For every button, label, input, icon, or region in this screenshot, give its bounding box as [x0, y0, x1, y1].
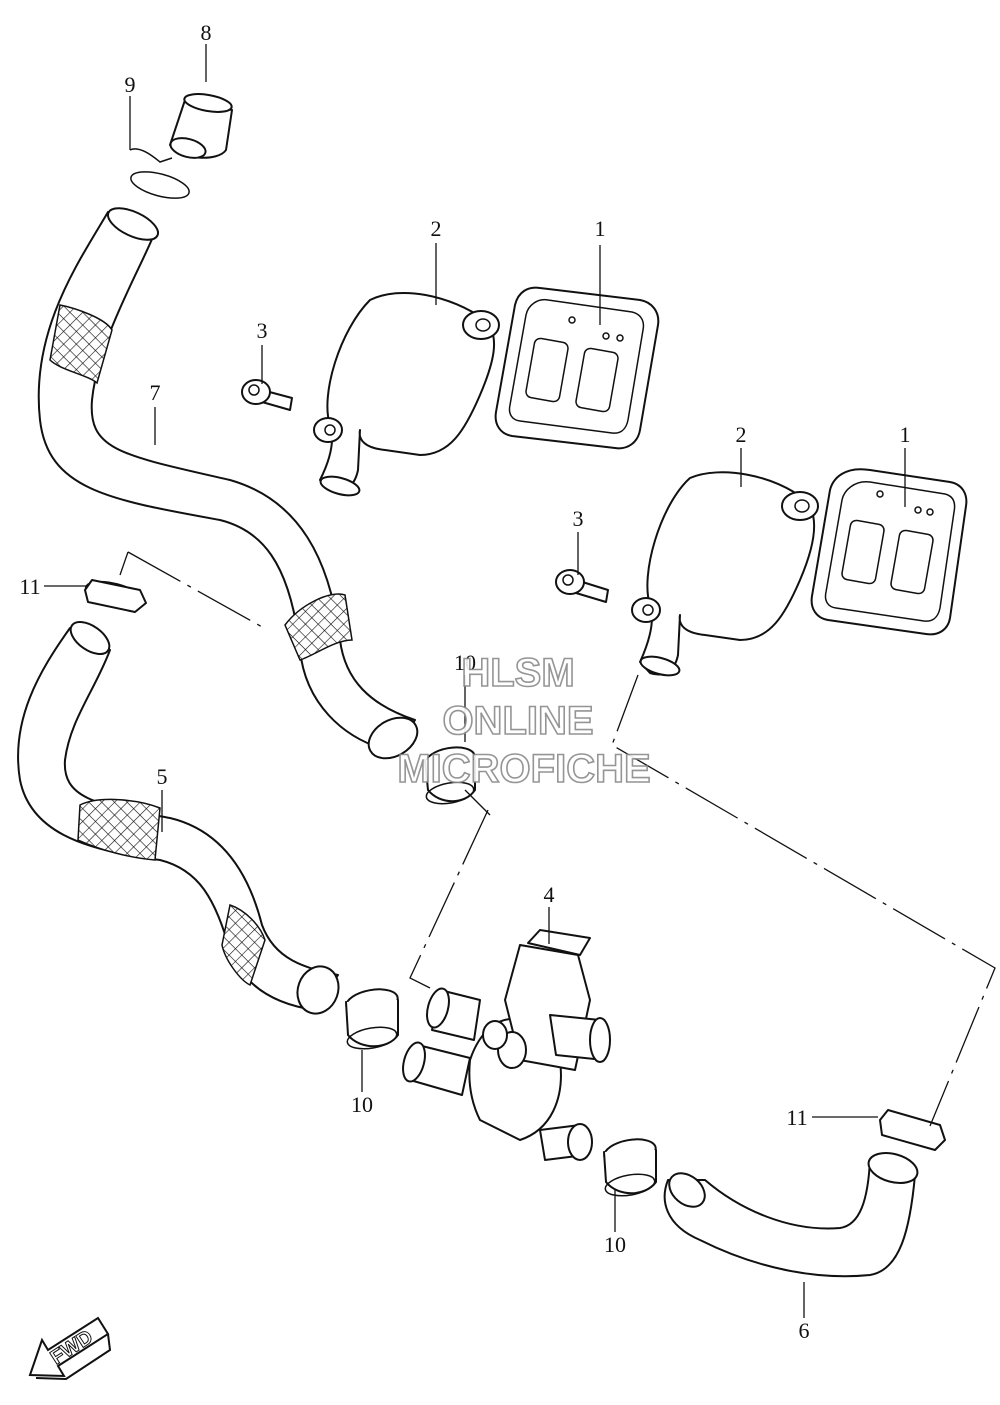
- clamp-10-middle: [345, 988, 399, 1050]
- reed-cover-upper: [313, 291, 500, 497]
- callout-5: 5: [157, 764, 168, 789]
- connection-lines: [119, 551, 996, 1127]
- callout-8: 8: [201, 20, 212, 45]
- clip-9: [129, 148, 190, 199]
- reed-valve-lower: [810, 468, 968, 636]
- callout-9: 9: [125, 72, 136, 97]
- callout-10-lower: 10: [604, 1232, 626, 1257]
- reed-valve-upper: [494, 286, 660, 450]
- watermark-line-1: HLSM: [461, 651, 574, 695]
- callout-7: 7: [150, 380, 161, 405]
- callout-6: 6: [799, 1318, 810, 1343]
- clamp-10-upper: [424, 746, 476, 805]
- leader-lines: [44, 44, 906, 1318]
- bolt-lower: [555, 569, 609, 603]
- callout-11-left: 11: [19, 574, 40, 599]
- callout-10-middle: 10: [351, 1092, 373, 1117]
- clamp-11-left: [84, 579, 147, 613]
- callout-1-lower: 1: [900, 422, 911, 447]
- callout-2-upper: 2: [431, 216, 442, 241]
- callout-1-upper: 1: [595, 216, 606, 241]
- callout-2-lower: 2: [736, 422, 747, 447]
- cap-8: [169, 93, 233, 159]
- solenoid-valve-4: [402, 929, 611, 1161]
- clamp-10-lower: [603, 1138, 657, 1197]
- watermark: HLSM ONLINE MICROFICHE: [397, 650, 652, 792]
- hose-6: [663, 1152, 919, 1278]
- watermark-line-3: MICROFICHE: [397, 747, 650, 791]
- bolt-upper: [241, 379, 293, 411]
- hose-5: [17, 621, 340, 1015]
- callout-labels: 1 1 2 2 3 3 4 5 6 7 8 9 10 10 10 11 11: [19, 20, 910, 1343]
- callout-4: 4: [544, 882, 555, 907]
- reed-cover-lower: [631, 471, 819, 677]
- callout-11-right: 11: [786, 1105, 807, 1130]
- callout-3-lower: 3: [573, 506, 584, 531]
- callout-3-upper: 3: [257, 318, 268, 343]
- callout-10-upper: 10: [454, 650, 476, 675]
- fwd-arrow-icon: FWD: [28, 1316, 112, 1381]
- watermark-line-2: ONLINE: [442, 699, 593, 743]
- clamp-11-right: [879, 1109, 946, 1151]
- hose-7: [37, 207, 419, 760]
